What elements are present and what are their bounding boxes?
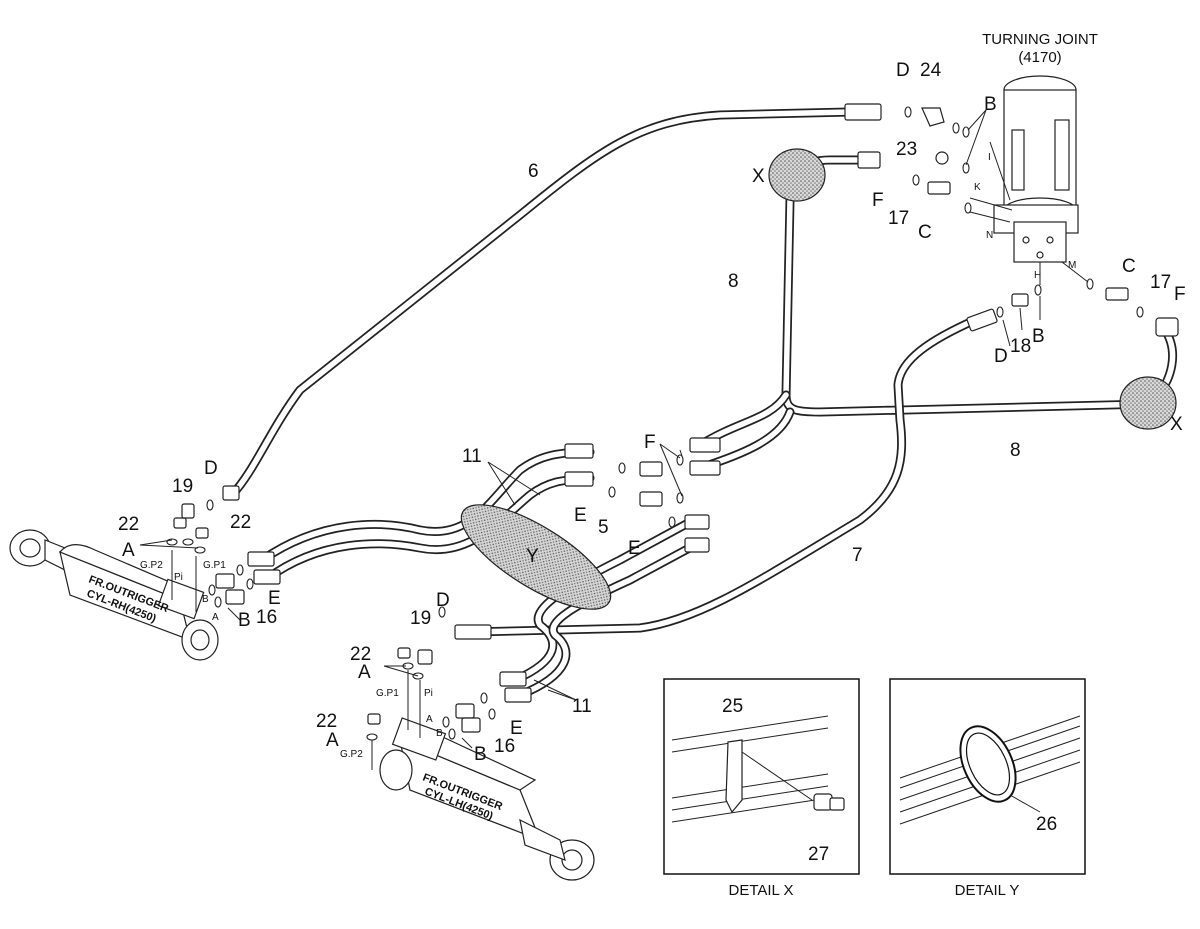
label-d-lh: D — [436, 590, 450, 611]
label-e-mid-upper: E — [574, 505, 587, 526]
label-7: 7 — [852, 545, 863, 566]
detail-y-marker — [460, 504, 612, 610]
label-b-rh: B — [238, 610, 251, 631]
label-22-lh-upper: 22 — [350, 644, 371, 665]
port-k: K — [974, 182, 981, 193]
port-gp2-lh: G.P2 — [340, 749, 363, 760]
hose-6 — [227, 107, 855, 500]
label-8-left: 8 — [728, 271, 739, 292]
label-26: 26 — [1036, 814, 1057, 835]
cylinder-rh — [9, 529, 219, 661]
label-f-upper: F — [872, 190, 884, 211]
label-17-upper: 17 — [888, 208, 909, 229]
turning-joint-code: (4170) — [1018, 49, 1061, 66]
label-5: 5 — [598, 517, 609, 538]
label-17-right: 17 — [1150, 272, 1171, 293]
label-y-marker: Y — [526, 546, 539, 567]
label-e-rh: E — [268, 588, 281, 609]
detail-x-marker-upper — [768, 148, 826, 202]
port-a-rh: A — [212, 612, 219, 623]
label-d-mid: D — [994, 346, 1008, 367]
port-b-lh: B — [436, 728, 443, 739]
turning-joint — [993, 75, 1079, 263]
label-f-right: F — [1174, 284, 1186, 305]
label-6: 6 — [528, 161, 539, 182]
detail-y-box — [889, 678, 1086, 875]
label-a-lh-upper: A — [358, 662, 371, 683]
label-a-rh: A — [122, 540, 135, 561]
label-25: 25 — [722, 696, 743, 717]
port-b-rh: B — [202, 594, 209, 605]
hose-8-lower — [695, 390, 795, 473]
port-pi-rh: Pi — [174, 572, 183, 583]
label-22-lh-lower: 22 — [316, 711, 337, 732]
detail-x-marker-right — [1119, 376, 1177, 430]
leader-lines — [139, 109, 1089, 770]
label-x-upper: X — [752, 166, 765, 187]
port-gp1-rh: G.P1 — [203, 560, 226, 571]
label-b-top: B — [984, 94, 997, 115]
label-c-upper: C — [918, 222, 932, 243]
hose-8-upper — [781, 155, 1155, 417]
label-a-lh-lower: A — [326, 730, 339, 751]
port-gp2-rh: G.P2 — [140, 560, 163, 571]
label-x-right: X — [1170, 414, 1183, 435]
port-i: I — [988, 152, 991, 163]
label-d-rh: D — [204, 458, 218, 479]
label-e-lh: E — [510, 718, 523, 739]
port-m: M — [1068, 260, 1076, 271]
label-16-lh: 16 — [494, 736, 515, 757]
port-a-lh: A — [426, 714, 433, 725]
label-19-lh: 19 — [410, 608, 431, 629]
cylinder-lh — [379, 717, 595, 881]
label-11-lower: 11 — [572, 696, 592, 717]
port-n: N — [986, 230, 993, 241]
label-8-right: 8 — [1010, 440, 1021, 461]
hose-7 — [465, 315, 980, 637]
detail-y-title: DETAIL Y — [955, 882, 1020, 899]
detail-x-box — [663, 678, 860, 875]
label-11-upper: 11 — [462, 446, 482, 467]
label-c-right: C — [1122, 256, 1136, 277]
port-h: H — [1034, 270, 1041, 281]
label-22-rh-right: 22 — [230, 512, 251, 533]
label-f-mid: F — [644, 432, 656, 453]
port-gp1-lh: G.P1 — [376, 688, 399, 699]
hose-fittings — [222, 103, 1179, 703]
detail-x-title: DETAIL X — [728, 882, 793, 899]
label-d-top: D — [896, 60, 910, 81]
label-19-rh: 19 — [172, 476, 193, 497]
label-b-mid: B — [1032, 326, 1045, 347]
label-16-rh: 16 — [256, 607, 277, 628]
fittings-and-rings — [166, 106, 1144, 741]
label-b-lh: B — [474, 744, 487, 765]
label-23: 23 — [896, 139, 917, 160]
hose-11-upper — [257, 447, 595, 583]
label-18: 18 — [1010, 336, 1031, 357]
turning-joint-title: TURNING JOINT — [982, 31, 1098, 48]
label-27: 27 — [808, 844, 829, 865]
port-pi-lh: Pi — [424, 688, 433, 699]
label-24: 24 — [920, 60, 942, 81]
label-22-rh-left: 22 — [118, 514, 139, 535]
label-e-mid-lower: E — [628, 538, 641, 559]
